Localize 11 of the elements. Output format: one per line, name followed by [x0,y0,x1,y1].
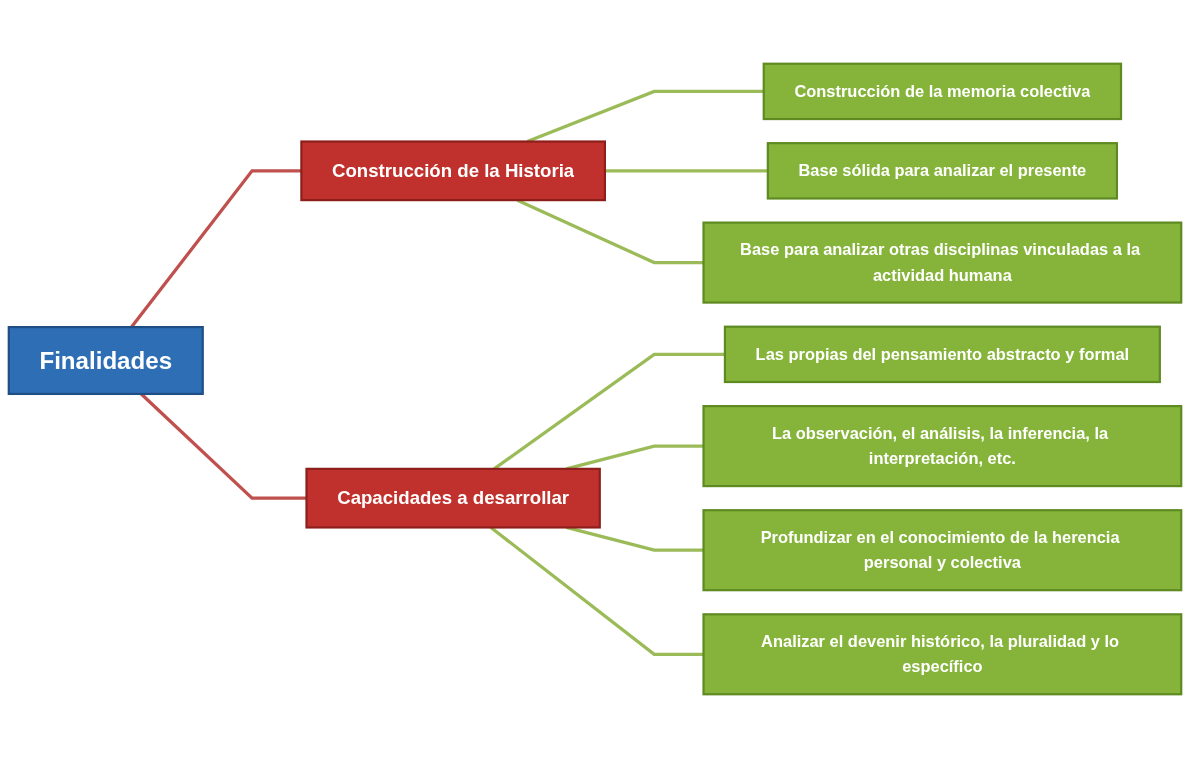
node-box: La observación, el análisis, la inferencia, la interpretación, etc. [702,405,1183,488]
node-box: Base para analizar otras disciplinas vinculadas a la actividad humana [702,221,1183,304]
node-box: Construcción de la memoria colectiva [762,62,1123,121]
node-box: Construcción de la Historia [300,140,606,202]
node-box: Las propias del pensamiento abstracto y formal [723,325,1161,384]
node-box: Profundizar en el conocimiento de la herencia personal y colectiva [702,509,1183,592]
node-box: Finalidades [7,326,204,396]
node-box: Base sólida para analizar el presente [766,142,1119,200]
connector [604,169,768,173]
node-box: Capacidades a desarrollar [305,467,601,529]
node-box: Analizar el devenir histórico, la pluralidad y lo específico [702,613,1183,696]
